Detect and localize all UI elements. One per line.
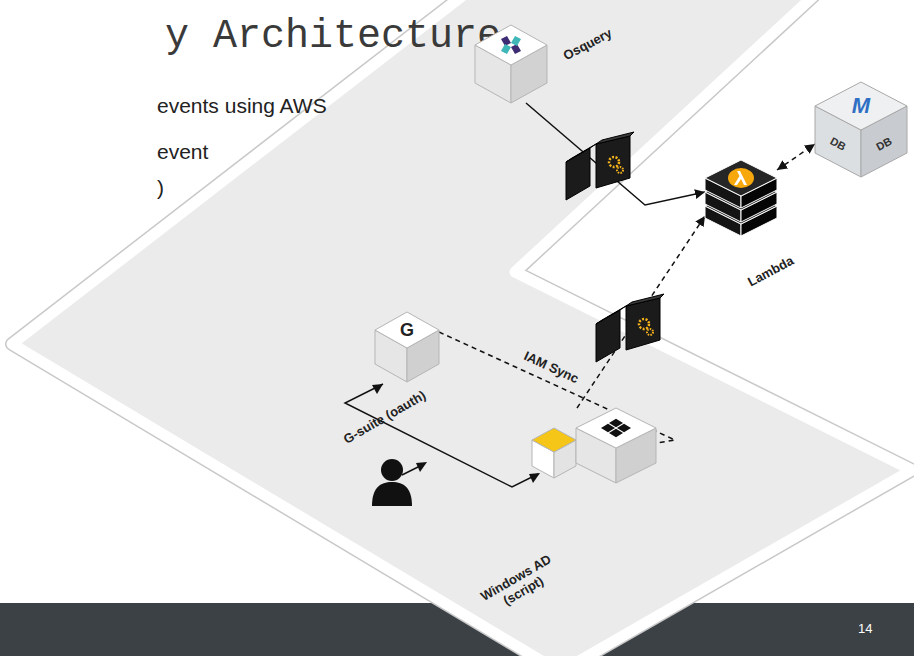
slide-title: y Architecture bbox=[165, 14, 501, 60]
bullet-text: ) bbox=[157, 176, 164, 200]
connector bbox=[777, 144, 815, 170]
lambda-node: Lambda bbox=[705, 148, 777, 236]
gear-symbol bbox=[617, 167, 623, 173]
connector bbox=[577, 216, 705, 408]
firehose-block bbox=[566, 148, 590, 200]
user-icon bbox=[372, 459, 412, 506]
cube-top-face bbox=[576, 408, 656, 448]
firehose-block bbox=[596, 310, 620, 362]
firehose-icon bbox=[596, 294, 664, 362]
bullet-text: event bbox=[157, 140, 208, 164]
node-icon bbox=[475, 25, 547, 103]
edge-label: IAM Sync bbox=[519, 348, 582, 388]
windows-logo bbox=[609, 429, 623, 437]
osquery-logo bbox=[511, 36, 521, 46]
firehose-block bbox=[596, 132, 634, 144]
gear-symbol bbox=[639, 319, 649, 329]
panel-shadow bbox=[12, 0, 912, 656]
user-line bbox=[345, 384, 538, 487]
user-flow-lines bbox=[345, 384, 538, 487]
node-icon bbox=[532, 408, 657, 483]
firehose-block bbox=[626, 298, 660, 350]
database-node: MDBDB bbox=[815, 82, 907, 177]
osquery-node: Osquery bbox=[475, 25, 547, 103]
firehose-block bbox=[596, 306, 626, 324]
cube-top-face bbox=[375, 312, 439, 348]
node-label: Windows AD (script) bbox=[469, 547, 571, 623]
osquery-logo bbox=[501, 44, 511, 54]
firehose-icon bbox=[566, 132, 634, 200]
arrow-head bbox=[372, 384, 383, 394]
lambda-symbol bbox=[734, 171, 747, 185]
node-label: Osquery bbox=[561, 26, 615, 64]
bullet-text: events using AWS bbox=[157, 94, 327, 118]
windows-ad-node: Windows AD (script) bbox=[532, 408, 657, 483]
node-icon bbox=[705, 148, 777, 236]
cube-top-face bbox=[475, 25, 547, 65]
gear-symbol bbox=[647, 329, 653, 335]
arrow-head bbox=[529, 473, 540, 483]
firehose-block bbox=[566, 144, 596, 162]
lambda-logo bbox=[728, 168, 754, 188]
cube-top-face bbox=[705, 160, 777, 196]
node-label: G bbox=[400, 320, 414, 341]
firehose-block bbox=[596, 136, 630, 188]
user-body bbox=[372, 482, 412, 506]
node-label: M bbox=[852, 93, 870, 118]
page-number: 14 bbox=[858, 622, 872, 637]
firehose-block bbox=[626, 294, 664, 306]
cube-top-face bbox=[815, 82, 907, 130]
connector bbox=[526, 103, 705, 205]
user-head bbox=[381, 459, 403, 481]
gsuite-node: GG-suite (oauth) bbox=[375, 312, 439, 382]
node-label: Lambda bbox=[745, 254, 796, 291]
arrow-head bbox=[416, 462, 427, 472]
cube-top-face bbox=[532, 428, 576, 452]
node-label: G-suite (oauth) bbox=[341, 388, 429, 447]
gear-symbol bbox=[609, 157, 619, 167]
platform-panel bbox=[12, 0, 912, 656]
